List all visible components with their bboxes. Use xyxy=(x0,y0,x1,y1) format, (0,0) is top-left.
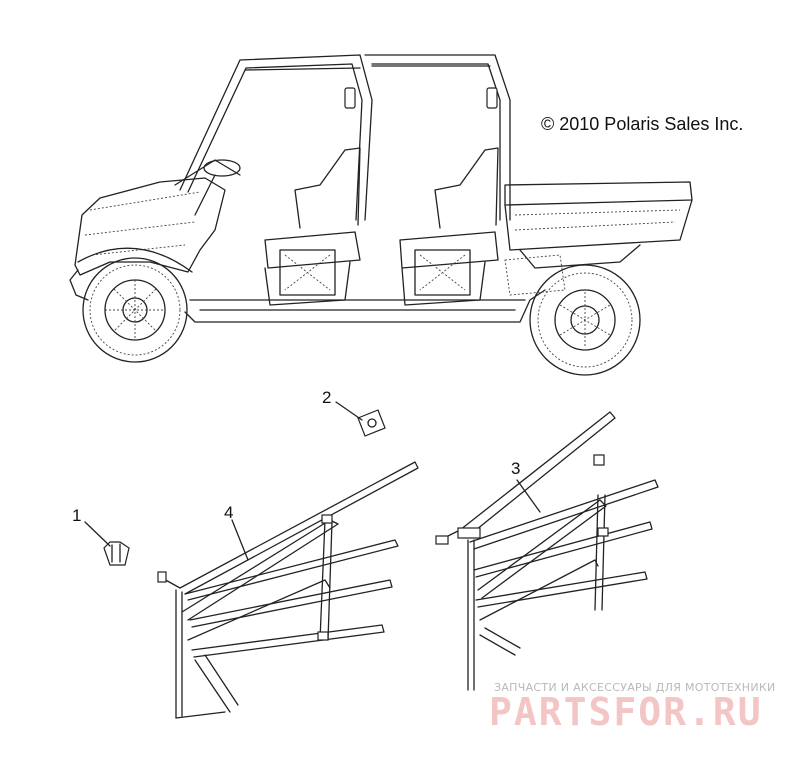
watermark-logo: PARTSFOR.RU xyxy=(489,690,763,734)
watermark-tagline: ЗАПЧАСТИ И АКСЕССУАРЫ ДЛЯ МОТОТЕХНИКИ xyxy=(494,681,776,694)
copyright-notice: © 2010 Polaris Sales Inc. xyxy=(541,114,744,134)
callout-4: 4 xyxy=(224,503,234,522)
rear-wheel xyxy=(529,264,641,376)
part-1-clip xyxy=(84,521,130,566)
front-wheel xyxy=(82,257,188,363)
callout-2: 2 xyxy=(322,388,332,407)
vehicle-illustration xyxy=(69,54,693,376)
callout-3: 3 xyxy=(511,459,521,478)
part-3-frame xyxy=(435,411,659,691)
part-2-bracket xyxy=(335,401,386,437)
callout-1: 1 xyxy=(72,506,82,525)
part-4-frame xyxy=(157,461,419,719)
